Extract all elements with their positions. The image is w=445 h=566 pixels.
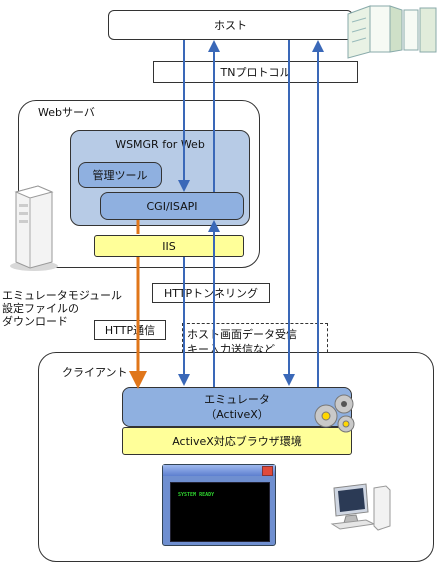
terminal-screen: SYSTEM READY [170, 482, 270, 542]
http-tunneling-box: HTTPトンネリング [152, 283, 270, 303]
terminal-status-text: SYSTEM READY [178, 492, 215, 498]
close-icon [262, 466, 273, 476]
browser-env-box: ActiveX対応ブラウザ環境 [122, 427, 352, 455]
emulator-label-line2: （ActiveX） [205, 408, 269, 421]
http-tunneling-label: HTTPトンネリング [164, 287, 258, 300]
browser-env-label: ActiveX対応ブラウザ環境 [172, 435, 302, 448]
download-note-line3: ダウンロード [2, 315, 68, 328]
server-tower-icon [8, 180, 60, 272]
cgi-isapi-box: CGI/ISAPI [100, 192, 244, 220]
http-comm-box: HTTP通信 [94, 320, 166, 340]
download-note: エミュレータモジュール 設定ファイルの ダウンロード [2, 289, 122, 328]
tn-protocol-box: TNプロトコル [153, 61, 358, 83]
emulator-label-line1: エミュレータ [204, 393, 270, 406]
desktop-pc-icon [330, 482, 396, 534]
web-server-title: Webサーバ [38, 106, 95, 119]
tn-protocol-label: TNプロトコル [220, 66, 291, 79]
iis-label: IIS [162, 239, 176, 253]
browser-window: SYSTEM READY [162, 464, 276, 546]
admin-tool-box: 管理ツール [78, 162, 162, 188]
iis-box: IIS [94, 235, 244, 257]
download-note-line1: エミュレータモジュール [2, 289, 123, 302]
host-box: ホスト [108, 10, 353, 40]
admin-tool-label: 管理ツール [92, 169, 148, 182]
host-label: ホスト [214, 19, 247, 32]
download-note-line2: 設定ファイルの [2, 302, 79, 315]
gears-icon [310, 390, 360, 436]
emulator-box: エミュレータ （ActiveX） [122, 387, 352, 427]
mainframe-icon [340, 2, 440, 60]
http-comm-label: HTTP通信 [104, 324, 156, 337]
cgi-isapi-label: CGI/ISAPI [146, 199, 198, 213]
wsmgr-label: WSMGR for Web [115, 138, 205, 151]
browser-titlebar [163, 465, 275, 476]
client-title: クライアント [62, 366, 128, 379]
